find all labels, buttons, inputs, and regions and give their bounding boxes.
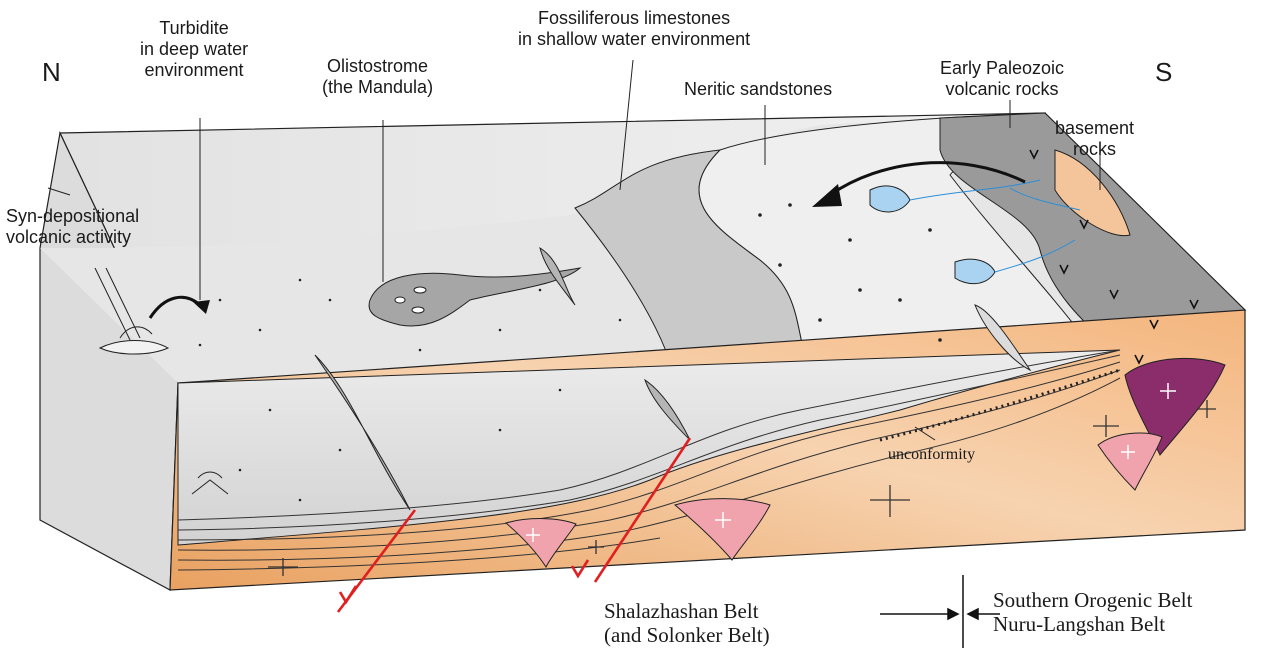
south-label: S bbox=[1155, 62, 1172, 83]
north-label: N bbox=[42, 62, 61, 83]
neritic-label: Neritic sandstones bbox=[684, 79, 832, 100]
belt-boundary-marker bbox=[880, 575, 1000, 648]
olistostrome-label: Olistostrome(the Mandula) bbox=[322, 56, 433, 98]
unconformity-label: unconformity bbox=[888, 443, 975, 467]
belt-left-label: Shalazhashan Belt(and Solonker Belt) bbox=[604, 599, 770, 647]
